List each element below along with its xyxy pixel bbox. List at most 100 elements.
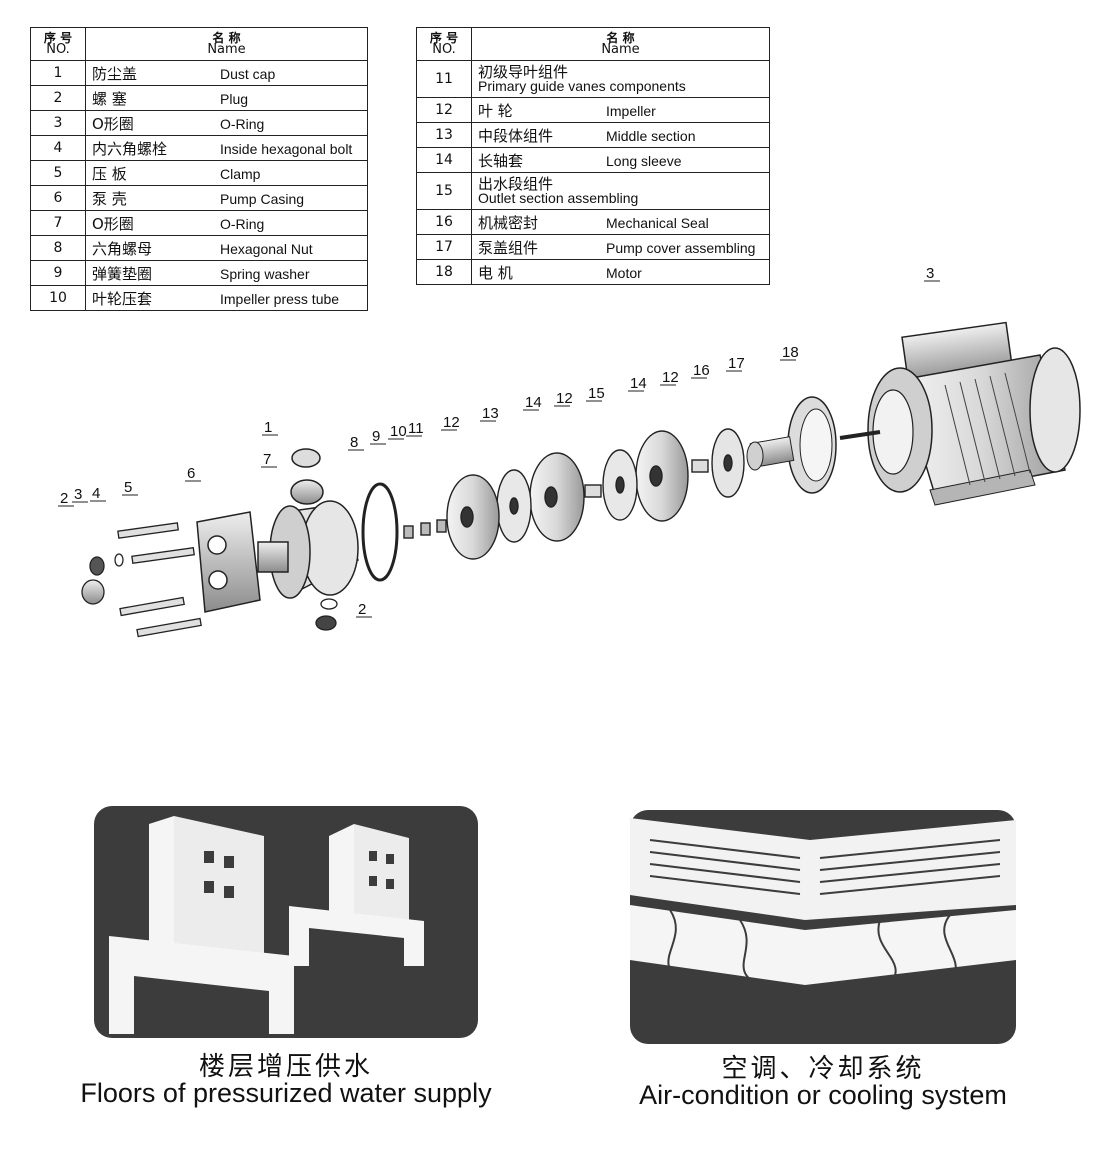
plug-parts [81,553,338,631]
part-name-en: Motor [606,264,642,281]
part-name-en: Spring washer [220,265,310,282]
part-name: 内六角螺栓 Inside hexagonal bolt [85,135,368,161]
callout-label: 6 [187,465,195,482]
part-number: 10 [30,285,86,311]
buildings-icon [94,806,478,1038]
application-floors-title-zh: 楼层增压供水 [198,1052,373,1082]
part-name-en: Outlet section assembling [478,190,639,206]
callout-label: 13 [482,405,499,422]
part-name-zh: 长轴套 [478,151,524,170]
part-name: 长轴套 Long sleeve [471,147,770,173]
callout-label: 16 [693,362,710,379]
part-name-en: Dust cap [220,65,276,82]
stage-parts [361,428,745,582]
table-row: 13 中段体组件 Middle section [416,122,770,148]
callout-label: 12 [556,390,573,407]
part-name-zh: 压 板 [92,164,127,183]
table-row: 12 叶 轮 Impeller [416,97,770,123]
callout-label: 18 [782,344,799,361]
part-number: 8 [30,235,86,261]
clamp-part [196,511,261,613]
part-name-en: Inside hexagonal bolt [220,140,353,157]
callout-label: 3 [926,265,934,282]
part-name-en: Impeller [606,102,656,119]
part-name-en: Long sleeve [606,152,682,169]
table-header: 序 号 NO. 名 称 Name [30,27,368,61]
part-name-en: Middle section [606,127,696,144]
callout-label: 9 [372,428,380,445]
application-cooling-title-zh: 空调、冷却系统 [721,1054,925,1084]
part-name-zh: 螺 塞 [92,89,127,108]
part-name-en: O-Ring [220,115,265,132]
part-name-zh: 叶 轮 [478,101,513,120]
part-name-zh: 中段体组件 [478,126,554,145]
part-name-en: Pump cover assembling [606,239,756,256]
part-number: 7 [30,210,86,236]
part-name-en: Clamp [220,165,261,182]
application-cooling [630,810,1016,1044]
part-number: 13 [416,122,472,148]
pump-cover-part [787,396,837,494]
part-name-zh: 机械密封 [478,213,539,232]
part-number: 18 [416,259,472,285]
application-floors [94,806,478,1038]
part-name-zh: 内六角螺栓 [92,139,168,158]
part-number: 15 [416,172,472,210]
part-name-zh: O形圈 [92,114,134,133]
callout-label: 8 [350,434,358,451]
motor-part [839,321,1081,506]
callout-label: 14 [525,394,542,411]
callout-label: 4 [92,485,100,502]
cooling-unit-icon [630,810,1016,1044]
part-name: 中段体组件 Middle section [471,122,770,148]
callout-label: 2 [358,601,366,618]
callout-label: 11 [408,420,424,437]
callout-label: 12 [662,369,679,386]
part-name-en: Pump Casing [220,190,305,207]
part-name-zh: 防尘盖 [92,64,138,83]
part-name-zh: 叶轮压套 [92,289,153,308]
part-name: 六角螺母 Hexagonal Nut [85,235,368,261]
callout-label: 2 [60,490,68,507]
part-name-en: O-Ring [220,215,265,232]
part-name: 电 机 Motor [471,259,770,285]
part-name: 防尘盖 Dust cap [85,60,368,86]
table-row: 8 六角螺母 Hexagonal Nut [30,235,368,261]
part-name-zh: 出水段组件 [478,175,554,193]
header-no: 序 号 NO. [30,27,86,61]
application-floors-title-en: Floors of pressurized water supply [80,1078,492,1108]
callout-label: 10 [390,423,407,440]
callout-label: 15 [588,385,605,402]
part-name-zh: 初级导叶组件 [478,63,569,81]
part-name-zh: 六角螺母 [92,239,153,258]
part-number: 2 [30,85,86,111]
part-name-zh: 弹簧垫圈 [92,264,153,283]
part-number: 9 [30,260,86,286]
callout-label: 1 [264,419,272,436]
bolt-parts [117,522,202,638]
part-name-en: Hexagonal Nut [220,240,313,257]
mechanical-seal-part [746,436,795,471]
table-row: 18 电 机 Motor [416,259,770,285]
callout-label: 14 [630,375,647,392]
callout-label: 5 [124,479,132,496]
part-number: 12 [416,97,472,123]
part-name-zh: 泵 壳 [92,189,127,208]
pump-casing-part [257,448,359,599]
part-name-en: Impeller press tube [220,290,340,307]
callout-label: 12 [443,414,460,431]
part-name-zh: 电 机 [478,263,513,282]
